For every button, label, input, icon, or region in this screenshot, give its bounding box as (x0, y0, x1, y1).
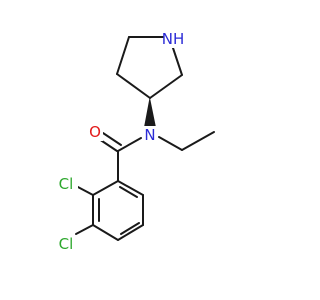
bond-ring-c3-c4 (116, 73, 151, 99)
bond-ethyl-ch2-ch3 (181, 131, 215, 151)
svg-text:NH: NH (162, 30, 185, 48)
bond-ar-cl-ortho (75, 185, 94, 196)
bond-ar-c3-c4 (92, 224, 119, 241)
svg-text:O: O (89, 123, 101, 141)
molecule-structure: NH N O Cl Cl (54, 30, 215, 253)
bond-ar-c6-c1 (117, 180, 144, 196)
atom-ring-nh: NH (162, 30, 185, 48)
bond-carbonyl-double-b (102, 132, 122, 146)
bond-n-ethyl-ch2 (158, 136, 183, 151)
svg-text:Cl: Cl (59, 175, 74, 193)
svg-text:Cl: Cl (59, 235, 74, 253)
bond-ar-c1-c2 (92, 180, 119, 196)
bond-ar-inner-3 (119, 186, 138, 198)
atom-cl-meta: Cl (54, 235, 78, 253)
bond-ar-inner-2 (120, 222, 140, 235)
atom-amide-n: N (142, 126, 158, 144)
atom-carbonyl-o: O (87, 123, 103, 141)
wedge-bond-stereo (143, 98, 157, 130)
atom-cl-ortho: Cl (54, 175, 78, 193)
bond-ar-c4-c5 (117, 224, 144, 241)
bond-ar-cl-meta (75, 224, 94, 235)
svg-text:N: N (144, 126, 155, 144)
bond-ring-n-c2 (171, 44, 183, 76)
bond-ring-c2-c3 (149, 74, 183, 99)
bond-ring-c4-c5 (116, 36, 130, 75)
bond-n-carbonyl-c (117, 137, 142, 152)
